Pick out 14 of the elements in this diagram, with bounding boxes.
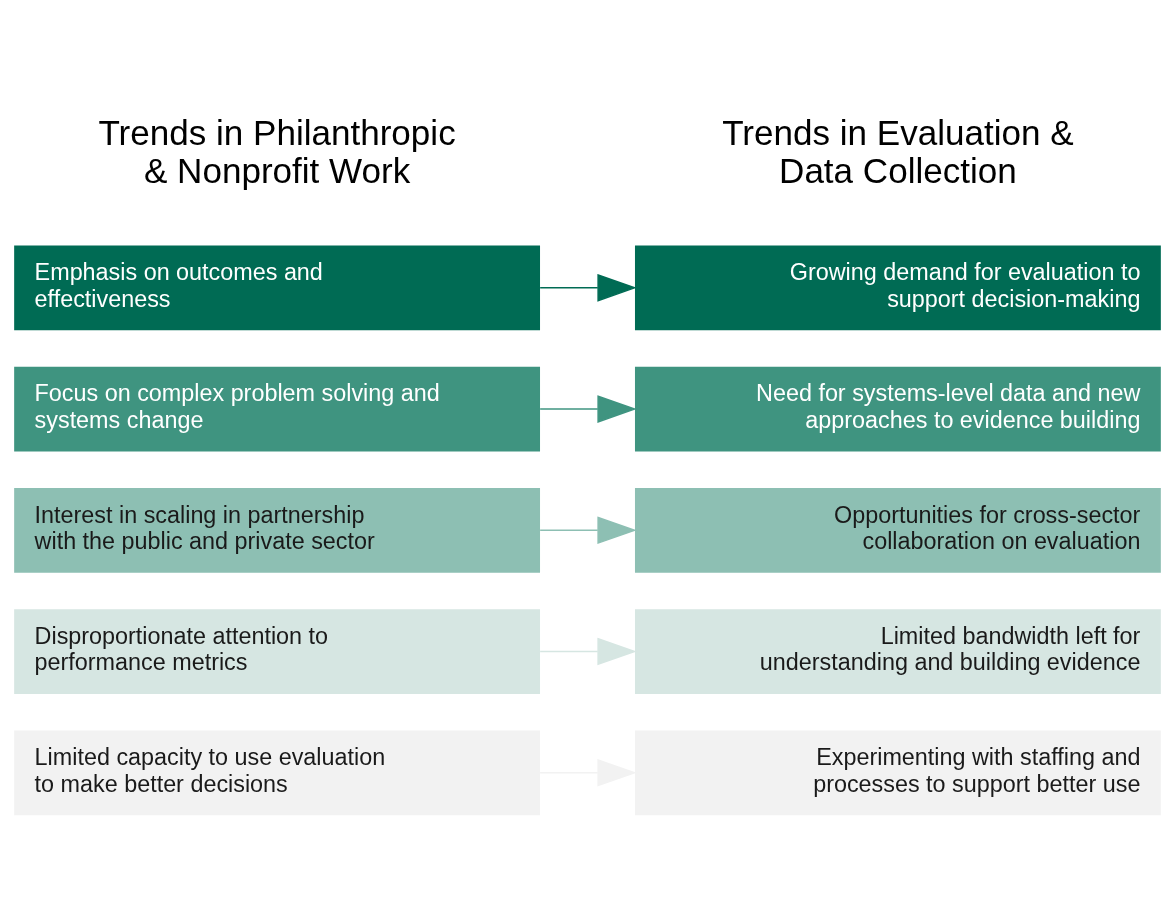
node-box: Opportunities for cross-sector collaboration on evaluation xyxy=(634,487,1161,573)
arrow xyxy=(539,394,637,423)
label: Trends in Philanthropic & Nonprofit Work xyxy=(98,112,456,190)
node-box: Disproportionate attention to performance metrics xyxy=(14,608,541,694)
node-box: Emphasis on outcomes and effectiveness xyxy=(14,244,541,330)
node-box: Growing demand for evaluation to support decision-making xyxy=(634,244,1161,330)
node-box: Interest in scaling in partnership with the public and private sector xyxy=(14,487,541,573)
node-box: Focus on complex problem solving and systems change xyxy=(14,366,541,451)
node-box: Need for systems-level data and new approaches to evidence building xyxy=(634,366,1161,451)
label: Trends in Evaluation & Data Collection xyxy=(722,112,1074,190)
node-box: Limited bandwidth left for understanding and building evidence xyxy=(634,608,1161,694)
arrow xyxy=(539,516,637,544)
arrow xyxy=(539,273,637,302)
arrow xyxy=(539,637,637,665)
